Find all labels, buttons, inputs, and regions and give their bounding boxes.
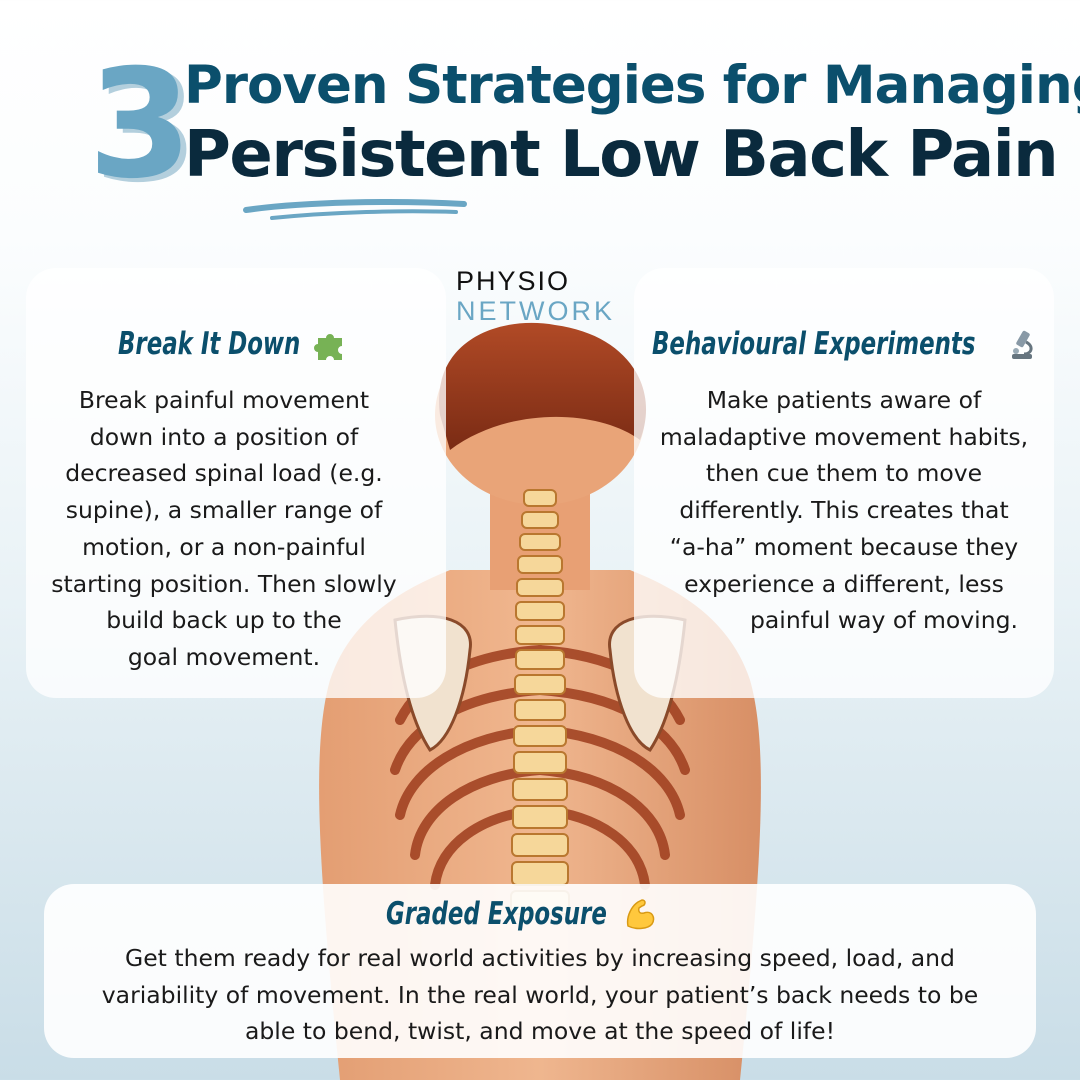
card-body-graded-exposure: Get them ready for real world activities…: [44, 940, 1036, 1050]
card-graded-exposure: Graded Exposure Get them ready for real …: [44, 884, 1036, 1058]
card-behavioural-experiments: Behavioural Experiments Make patients aw…: [634, 268, 1054, 698]
physio-network-logo: PHYSIO NETWORK: [456, 266, 626, 326]
body-line: able to bend, twist, and move at the spe…: [244, 1017, 836, 1046]
body-line: Make patients aware of: [706, 386, 982, 414]
header: 3 Proven Strategies for Managing Persist…: [80, 38, 1080, 230]
card-title-text: Break It Down: [118, 326, 301, 362]
body-line: painful way of moving.: [749, 606, 1018, 635]
card-title-break-it-down: Break It Down: [118, 324, 300, 364]
body-line: motion, or a non-painful: [82, 532, 366, 561]
body-line: maladaptive movement habits,: [659, 422, 1029, 451]
underline-swoosh: [243, 199, 467, 220]
title-line-2: Persistent Low Back Pain: [184, 118, 1059, 192]
body-line: down into a position of: [89, 422, 359, 451]
body-line: variability of movement. In the real wor…: [101, 980, 979, 1009]
flexed-biceps-icon: [622, 896, 658, 937]
card-body-behavioural-experiments: Make patients aware of maladaptive movem…: [634, 382, 1054, 639]
body-line: goal movement.: [127, 642, 321, 671]
body-line: starting position. Then slowly: [51, 569, 397, 598]
logo-bottom-text: NETWORK: [456, 296, 615, 326]
microscope-icon: [1004, 328, 1038, 367]
card-title-behavioural-experiments: Behavioural Experiments: [652, 324, 975, 364]
body-line: “a-ha” moment because they: [669, 532, 1019, 561]
card-title-text: Graded Exposure: [386, 896, 607, 932]
body-line: supine), a smaller range of: [65, 496, 383, 525]
body-line: decreased spinal load (e.g.: [65, 459, 383, 488]
puzzle-icon: [314, 328, 348, 367]
logo-top-text: PHYSIO: [456, 266, 571, 296]
card-break-it-down: Break It Down Break painful movement dow…: [26, 268, 446, 698]
body-line: Break painful movement: [78, 386, 370, 414]
title-number: 3: [88, 38, 193, 212]
body-line: Get them ready for real world activities…: [125, 944, 955, 972]
body-line: experience a different, less: [684, 569, 1004, 598]
title-line-1: Proven Strategies for Managing: [184, 55, 1080, 116]
body-line: build back up to the: [106, 606, 342, 635]
body-line: then cue them to move: [705, 459, 983, 488]
card-title-text: Behavioural Experiments: [652, 326, 976, 362]
card-body-break-it-down: Break painful movement down into a posit…: [26, 382, 422, 676]
body-line: differently. This creates that: [679, 496, 1009, 525]
card-title-graded-exposure: Graded Exposure: [386, 894, 607, 934]
